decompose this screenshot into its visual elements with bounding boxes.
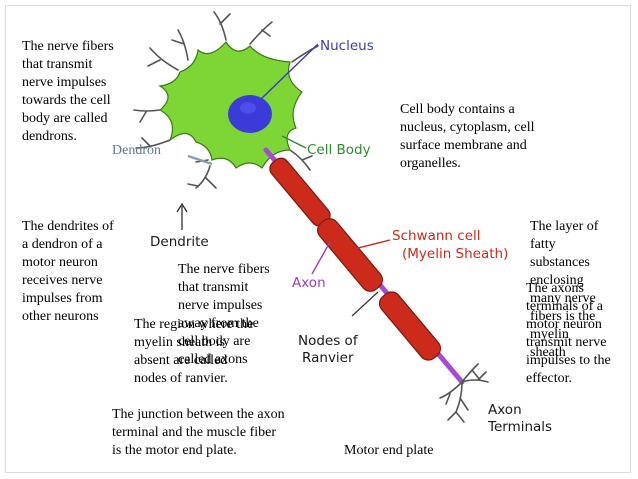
motor-end-plate-label: Motor end plate bbox=[344, 443, 434, 458]
nodes-of-ranvier-label: Nodes of Ranvier bbox=[298, 333, 358, 366]
axon-leader bbox=[311, 241, 331, 275]
note-dendrites: The dendrites of a dendron of a motor ne… bbox=[22, 219, 114, 324]
dendrite-label: Dendrite bbox=[150, 234, 209, 250]
note-fatty-layer: The layer of fatty substances enclosing … bbox=[530, 219, 599, 360]
dendrite-branches bbox=[133, 11, 319, 189]
note-junction: The junction between the axon terminal a… bbox=[112, 407, 285, 458]
note-ranvier: The region where the myelin sheath is ab… bbox=[134, 317, 254, 386]
note-cell-body: Cell body contains a nucleus, cytoplasm,… bbox=[400, 102, 535, 171]
nucleus-shape bbox=[228, 95, 272, 133]
cell-body-label: Cell Body bbox=[307, 142, 371, 158]
schwann-cell-label: Schwann cell bbox=[392, 228, 481, 244]
nucleus-label: Nucleus bbox=[320, 38, 374, 54]
leader-lines bbox=[259, 43, 319, 101]
axon-terminals-label: Axon Terminals bbox=[488, 402, 553, 435]
axon-label: Axon bbox=[292, 275, 326, 291]
slide-frame bbox=[5, 5, 631, 473]
dendron-pointer bbox=[187, 154, 213, 166]
myelin-segments bbox=[269, 157, 442, 361]
myelin-sheath-label: (Myelin Sheath) bbox=[402, 246, 509, 262]
cell-body-leader bbox=[281, 135, 307, 149]
ranvier-leader bbox=[351, 291, 379, 317]
note-axon-terminals: The axons terminals of a motor neuron tr… bbox=[526, 281, 611, 386]
note-dendrons: The nerve fibers that transmit nerve imp… bbox=[22, 39, 114, 144]
note-axons: The nerve fibers that transmit nerve imp… bbox=[178, 262, 270, 367]
axon-terminal-branches bbox=[439, 363, 489, 423]
schwann-leader bbox=[341, 239, 391, 253]
dendron-tag-label: Dendron bbox=[112, 143, 161, 158]
